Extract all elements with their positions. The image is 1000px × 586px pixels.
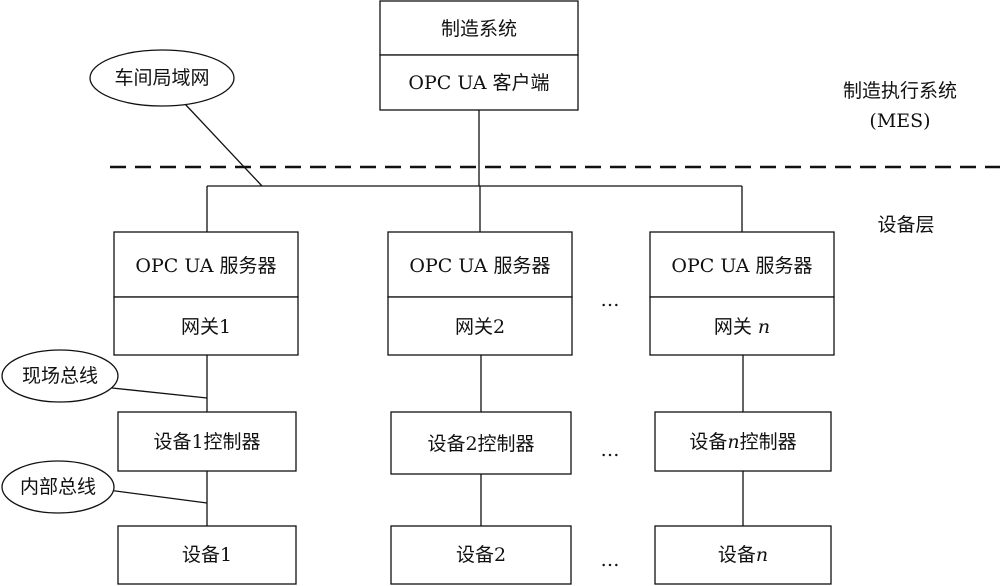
ellipsis-controller-row: … [601,439,620,461]
opcua-server-box-n [649,231,835,298]
gateway-box-2 [387,296,573,356]
fieldbus-callout: 现场总线 [1,349,119,403]
gateway-label-n-prefix: 网关 [714,316,758,338]
ellipsis-gateway-row: … [601,289,620,311]
lan-callout: 车间局域网 [89,49,235,107]
opcua-server-box-1 [113,231,299,298]
mes-layer-label-line2: (MES) [869,110,930,132]
opcua-server-box-2 [387,231,573,298]
manufacturing-system-block: 制造系统 OPC UA 客户端 [379,0,579,111]
controller-label-n-prefix: 设备 [689,431,727,453]
opcua-server-label-1: OPC UA 服务器 [135,255,276,277]
lan-callout-label: 车间局域网 [114,67,209,89]
column-2: OPC UA 服务器 网关2 设备2控制器 设备2 [387,231,573,585]
internal-bus-callout-leader [107,489,208,504]
device-label-n-prefix: 设备 [718,544,756,566]
gateway-box-1 [113,296,299,356]
controller-label-n-suffix: 控制器 [740,431,797,453]
mes-layer-label-line1: 制造执行系统 [843,80,957,102]
device-label-n: 设备n [718,544,768,566]
device-layer-label: 设备层 [877,214,934,236]
controller-label-2: 设备2控制器 [427,433,534,455]
manufacturing-system-box [379,0,579,56]
fieldbus-callout-label: 现场总线 [22,365,98,387]
opcua-client-box [379,54,579,111]
controller-label-1: 设备1控制器 [153,431,260,453]
controller-box-2 [390,411,572,475]
controller-label-n: 设备n控制器 [689,431,796,453]
gateway-label-n: 网关 n [714,316,770,338]
internal-bus-callout: 内部总线 [1,460,115,514]
opcua-server-label-2: OPC UA 服务器 [409,255,550,277]
opcua-client-label: OPC UA 客户端 [408,72,549,94]
lan-callout-ellipse [89,49,235,107]
opcua-server-label-n: OPC UA 服务器 [671,255,812,277]
device-box-1 [117,525,297,585]
fieldbus-callout-ellipse [1,349,119,403]
ellipsis-device-row: … [601,549,620,571]
lan-callout-leader [184,103,263,187]
internal-bus-callout-ellipse [1,460,115,514]
device-box-n [654,525,832,585]
internal-bus-callout-label: 内部总线 [20,476,96,498]
gateway-label-2: 网关2 [455,316,505,338]
gateway-label-1: 网关1 [181,316,231,338]
device-label-1: 设备1 [182,544,232,566]
gateway-label-n-index: n [758,316,770,338]
column-n: OPC UA 服务器 网关 n 设备n控制器 设备n [649,231,835,585]
connectors [107,103,744,526]
manufacturing-system-label: 制造系统 [441,18,517,40]
column-1: OPC UA 服务器 网关1 设备1控制器 设备1 [113,231,299,585]
device-label-n-index: n [756,544,768,566]
controller-box-n [654,411,832,472]
device-label-2: 设备2 [456,544,506,566]
controller-box-1 [117,411,297,472]
device-box-2 [390,525,572,585]
fieldbus-callout-leader [111,387,208,399]
gateway-box-n [649,296,835,356]
controller-label-n-index: n [727,431,739,453]
